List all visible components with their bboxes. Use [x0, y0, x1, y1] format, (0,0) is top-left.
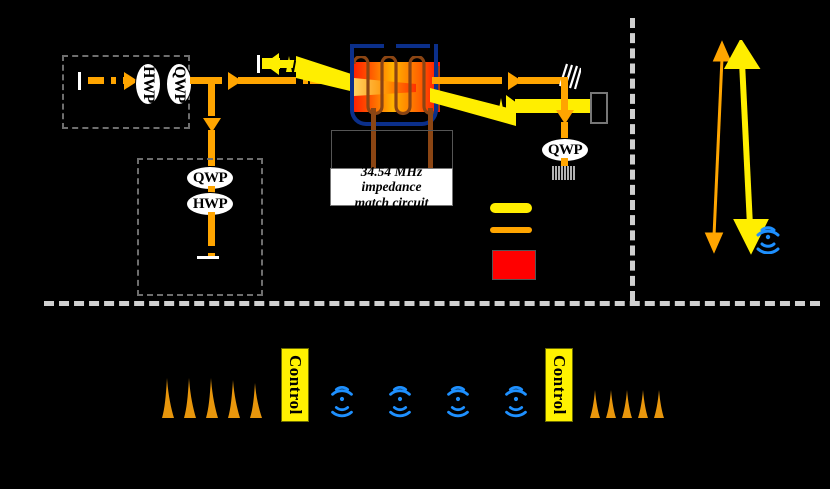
beam-after-waveplates — [190, 77, 212, 84]
beam-split-arrowhead — [228, 72, 242, 90]
beam-dump-marker — [197, 256, 219, 259]
vertical-divider — [630, 18, 635, 301]
pulse-train-right — [590, 390, 664, 418]
probe-beam-left-arrowhead — [264, 53, 279, 75]
pump-beam-to-mirror — [518, 77, 566, 84]
photodetector[interactable] — [590, 92, 608, 124]
pump-beam-dashdot-a — [280, 77, 320, 84]
legend-pump-swatch — [490, 227, 532, 233]
probe-source-marker — [257, 55, 260, 73]
branch-beam-arrowhead — [203, 118, 221, 132]
rf-burst-2 — [389, 385, 411, 418]
control-tag-left[interactable]: Control — [281, 348, 309, 422]
polarization-control-group-box — [137, 158, 263, 296]
input-beam-dashdot — [88, 77, 128, 84]
pump-beam-right-dashdot — [486, 77, 514, 84]
pulse-train-left — [162, 378, 262, 418]
impedance-line-1: 34.54 MHz impedance — [360, 163, 423, 195]
horizontal-divider — [44, 301, 820, 306]
legend-probe-swatch — [490, 203, 532, 213]
rf-coil — [352, 56, 440, 116]
rf-signal-icon-right — [756, 226, 780, 254]
laser-source-marker — [78, 72, 81, 90]
impedance-line-2: match circuit — [354, 194, 429, 210]
coil-lead-left — [371, 108, 376, 186]
beam-below-hwp-dashdot — [208, 230, 215, 258]
probe-beam-collimated — [515, 99, 593, 113]
probe-beam-diverging-wedge — [430, 88, 516, 126]
legend-plasma-swatch — [492, 250, 536, 280]
pump-beam-down-b — [561, 122, 568, 138]
waveplate-qwp-1[interactable]: QWP — [166, 63, 192, 105]
pump-beam-main — [238, 77, 284, 84]
branch-beam-vertical-bottom — [208, 130, 215, 166]
pump-beam-right-a — [432, 77, 492, 84]
rf-burst-4 — [505, 385, 527, 418]
plasma-vessel-outline — [350, 44, 438, 126]
plasma-vessel-top — [350, 44, 384, 48]
beam-below-hwp — [208, 212, 215, 234]
input-beam-arrowhead — [124, 72, 138, 90]
branch-beam-dashdot — [208, 100, 215, 124]
control-tag-right[interactable]: Control — [545, 348, 573, 422]
impedance-match-circuit[interactable]: 34.54 MHz impedance match circuit — [330, 164, 453, 210]
branch-beam-vertical-top — [208, 77, 215, 105]
beam-split-segment — [206, 77, 234, 84]
pump-beam-down-arrowhead — [556, 110, 574, 124]
pump-beam-to-reference — [561, 158, 568, 170]
reference-grating-icon — [551, 166, 577, 180]
probe-beam-short-right — [276, 60, 296, 68]
rf-burst-3 — [447, 385, 469, 418]
plasma-vessel-top-right — [396, 44, 430, 48]
pump-beam-down-to-qwp — [561, 77, 568, 113]
coil-lead-right — [428, 108, 433, 186]
right-panel-arrows — [704, 40, 769, 255]
rf-burst-1 — [331, 385, 353, 418]
beam-between-qwp-hwp — [208, 186, 215, 194]
waveplate-hwp-1[interactable]: HWP — [135, 63, 161, 105]
pump-beam-right-arrowhead — [508, 72, 522, 90]
